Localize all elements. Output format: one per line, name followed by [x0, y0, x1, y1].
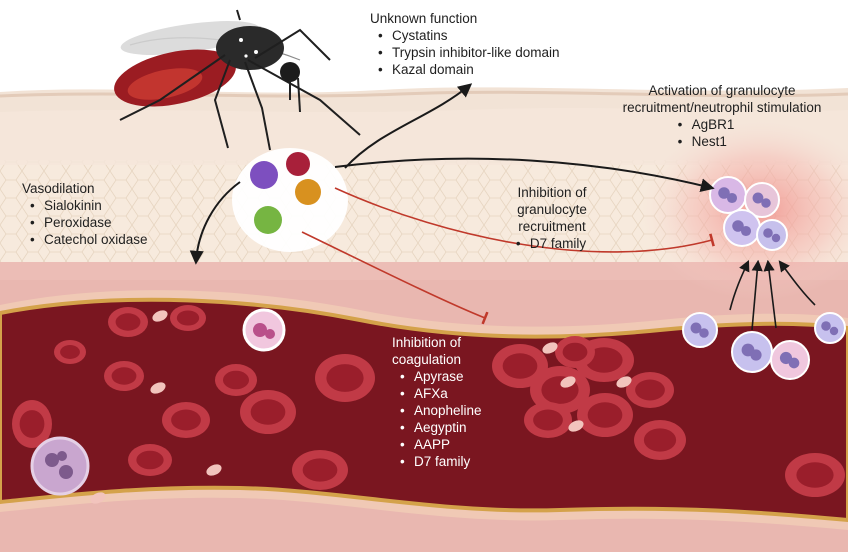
vasodilation-heading: Vasodilation — [22, 180, 148, 197]
label-inhibition-granulocyte: Inhibition of granulocyte recruitment D7… — [492, 184, 612, 252]
red-blood-cell-icon — [54, 340, 86, 364]
red-blood-cell-icon — [577, 393, 633, 437]
granulocyte-heading-3: recruitment — [492, 218, 612, 235]
red-blood-cell-icon — [315, 354, 375, 402]
granulocyte-heading-1: Inhibition of — [492, 184, 612, 201]
coagulation-item: AFXa — [414, 385, 482, 402]
neutrophil-icon — [710, 177, 746, 213]
vasodilation-item: Peroxidase — [44, 214, 148, 231]
label-unknown-function: Unknown function Cystatins Trypsin inhib… — [370, 10, 560, 78]
neutrophil-icon — [815, 313, 845, 343]
coagulation-heading-2: coagulation — [392, 351, 482, 368]
red-blood-cell-icon — [215, 364, 257, 396]
unknown-heading: Unknown function — [370, 10, 560, 27]
neutrophil-icon — [732, 332, 772, 372]
coagulation-heading-1: Inhibition of — [392, 334, 482, 351]
label-activation: Activation of granulocyte recruitment/ne… — [596, 82, 848, 150]
neutrophil-icon — [32, 438, 88, 494]
coagulation-item: Anopheline — [414, 402, 482, 419]
coagulation-item: AAPP — [414, 436, 482, 453]
red-blood-cell-icon — [170, 305, 206, 331]
activation-heading-1: Activation of granulocyte — [596, 82, 848, 99]
granulocyte-item: D7 family — [530, 235, 586, 252]
red-blood-cell-icon — [524, 402, 572, 438]
red-blood-cell-icon — [128, 444, 172, 476]
neutrophil-icon — [244, 310, 284, 350]
red-blood-cell-icon — [634, 420, 686, 460]
coagulation-item: Aegyptin — [414, 419, 482, 436]
unknown-item: Kazal domain — [392, 61, 560, 78]
label-inhibition-coagulation: Inhibition of coagulation Apyrase AFXa A… — [392, 334, 482, 470]
activation-item: Nest1 — [692, 133, 735, 150]
granulocyte-heading-2: granulocyte — [492, 201, 612, 218]
coagulation-item: D7 family — [414, 453, 482, 470]
activation-item: AgBR1 — [692, 116, 735, 133]
vasodilation-item: Catechol oxidase — [44, 231, 148, 248]
red-blood-cell-icon — [104, 361, 144, 391]
neutrophil-icon — [724, 210, 760, 246]
neutrophil-icon — [757, 220, 787, 250]
unknown-item: Trypsin inhibitor-like domain — [392, 44, 560, 61]
neutrophil-icon — [683, 313, 717, 347]
red-blood-cell-icon — [785, 453, 845, 497]
red-blood-cell-icon — [162, 402, 210, 438]
red-blood-cell-icon — [240, 390, 296, 434]
label-vasodilation: Vasodilation Sialokinin Peroxidase Catec… — [22, 180, 148, 248]
red-blood-cell-icon — [555, 336, 595, 368]
neutrophil-icon — [771, 341, 809, 379]
unknown-item: Cystatins — [392, 27, 560, 44]
red-blood-cell-icon — [626, 372, 674, 408]
red-blood-cell-icon — [108, 307, 148, 337]
red-blood-cell-icon — [292, 450, 348, 490]
saliva-protein-cluster-icon — [232, 148, 348, 252]
activation-heading-2: recruitment/neutrophil stimulation — [596, 99, 848, 116]
coagulation-item: Apyrase — [414, 368, 482, 385]
vasodilation-item: Sialokinin — [44, 197, 148, 214]
